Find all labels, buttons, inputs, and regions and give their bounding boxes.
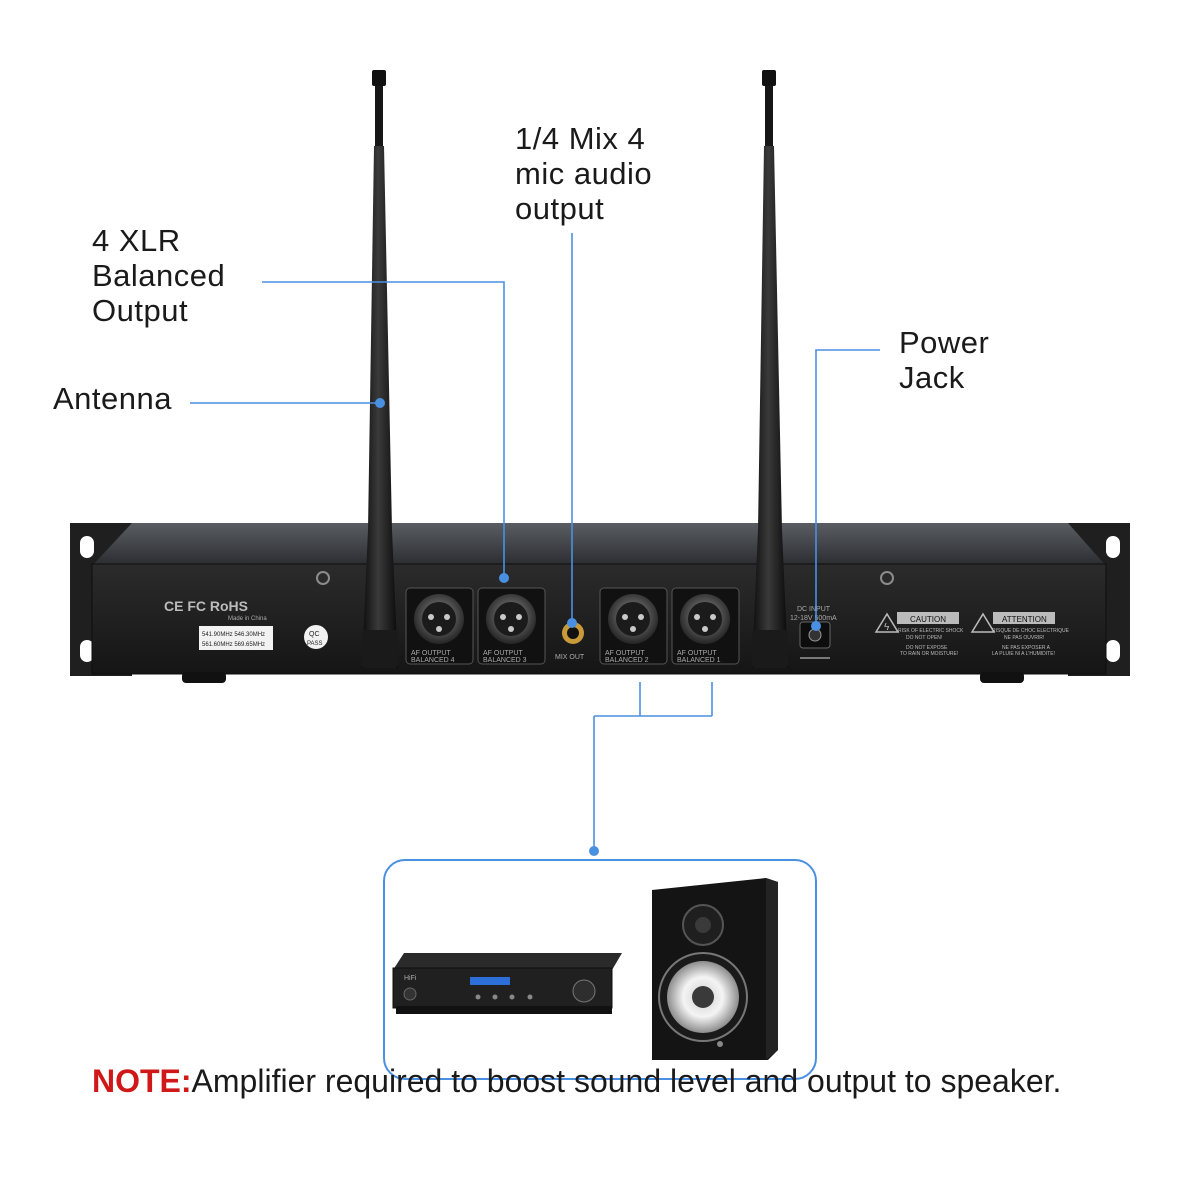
chassis-top xyxy=(92,523,1106,566)
certification-marks: CE FC RoHS xyxy=(164,598,248,614)
xlr-output-label-line: Balanced xyxy=(92,258,226,293)
antenna-label: Antenna xyxy=(53,381,172,416)
power-jack[interactable]: DC INPUT 12-18V 500mA xyxy=(790,606,837,659)
attention-footer: LA PLUIE NI A L'HUMIDITE! xyxy=(992,651,1055,657)
power-button-icon xyxy=(403,987,417,1001)
caution-line: RISK OF ELECTRIC SHOCK xyxy=(898,628,964,634)
attention-line: NE PAS OUVRIR! xyxy=(1004,635,1044,641)
callout-lines xyxy=(190,233,880,851)
qc-badge-text: QC xyxy=(309,631,320,638)
antenna-right[interactable] xyxy=(752,70,788,668)
mix-output-label-line: mic audio xyxy=(515,156,653,191)
xlr-output-label-line2: BALANCED 1 xyxy=(677,657,721,664)
callout-dot-power xyxy=(811,621,821,631)
mix-out-jack[interactable]: MIX OUT xyxy=(555,622,585,661)
mix-output-label-line: output xyxy=(515,191,605,226)
screw xyxy=(880,571,894,585)
mix-output-label-line: 1/4 Mix 4 xyxy=(515,121,646,156)
amplifier: HiFi xyxy=(392,953,622,1014)
amplifier-display xyxy=(470,977,510,985)
antenna-left[interactable] xyxy=(362,70,398,668)
attention-footer: NE PAS EXPOSER A xyxy=(1002,645,1051,651)
mix-output-label: 1/4 Mix 4 mic audio output xyxy=(515,121,652,226)
xlr-output-label: 4 XLR Balanced Output xyxy=(92,223,225,328)
note-body: Amplifier required to boost sound level … xyxy=(191,1063,1062,1099)
power-jack-label-line: Power xyxy=(899,325,990,360)
xlr-output-label-line: Output xyxy=(92,293,189,328)
callout-dot-mix xyxy=(567,618,577,628)
xlr-output-label-line2: BALANCED 2 xyxy=(605,657,649,664)
foot-right xyxy=(980,672,1024,683)
callout-power-line xyxy=(815,349,880,626)
xlr-output-label-line2: BALANCED 3 xyxy=(483,657,527,664)
volume-knob-icon xyxy=(572,979,596,1003)
caution-footer: DO NOT EXPOSE xyxy=(906,645,948,651)
note-text: NOTE:Amplifier required to boost sound l… xyxy=(92,1063,1061,1100)
qc-pass-badge xyxy=(304,625,328,649)
xlr-output-label-line1: AF OUTPUT xyxy=(677,650,717,657)
svg-text:ϟ: ϟ xyxy=(884,622,890,633)
caution-footer: TO RAIN OR MOISTURE! xyxy=(900,651,958,657)
dc-input-text: DC INPUT xyxy=(797,606,831,613)
caution-title: CAUTION xyxy=(910,615,946,624)
xlr-output-2[interactable]: AF OUTPUT BALANCED 2 xyxy=(599,587,668,665)
xlr-output-label-line1: AF OUTPUT xyxy=(411,650,451,657)
made-in-text: Made in China xyxy=(228,616,267,622)
xlr-output-3[interactable]: AF OUTPUT BALANCED 3 xyxy=(477,587,546,665)
xlr-output-4[interactable]: AF OUTPUT BALANCED 4 xyxy=(405,587,474,665)
xlr-output-label-line: 4 XLR xyxy=(92,223,181,258)
caution-label: ϟ CAUTION RISK OF ELECTRIC SHOCK DO NOT … xyxy=(874,612,1070,657)
frequency-line: 561.60MHz 569.65MHz xyxy=(202,642,265,648)
speaker xyxy=(652,878,778,1060)
power-jack-label-line: Jack xyxy=(899,360,965,395)
mix-out-text: MIX OUT xyxy=(555,654,585,661)
dc-input-text: 12-18V 500mA xyxy=(790,615,837,622)
xlr-output-1[interactable]: AF OUTPUT BALANCED 1 xyxy=(671,587,740,665)
screw xyxy=(316,571,330,585)
attention-title: ATTENTION xyxy=(1002,615,1047,624)
amplifier-brand: HiFi xyxy=(404,975,417,982)
frequency-line: 541.90MHz 546.30MHz xyxy=(202,632,265,638)
xlr-output-label-line1: AF OUTPUT xyxy=(605,650,645,657)
xlr-output-label-line2: BALANCED 4 xyxy=(411,657,455,664)
output-devices-frame xyxy=(383,859,817,1080)
caution-line: DO NOT OPEN! xyxy=(906,635,942,641)
xlr-output-label-line1: AF OUTPUT xyxy=(483,650,523,657)
qc-badge-text: PASS xyxy=(307,641,323,647)
callout-xlr-line xyxy=(262,281,505,578)
callout-dot-antenna xyxy=(375,398,385,408)
callout-dot-xlr xyxy=(499,573,509,583)
callout-output-line xyxy=(593,682,713,851)
foot-left xyxy=(182,672,226,683)
frequency-sticker xyxy=(199,626,273,650)
power-jack-label: Power Jack xyxy=(899,325,989,395)
attention-line: RISQUE DE CHOC ELECTRIQUE xyxy=(992,628,1070,634)
callout-dot-output xyxy=(589,846,599,856)
note-key: NOTE: xyxy=(92,1063,192,1099)
